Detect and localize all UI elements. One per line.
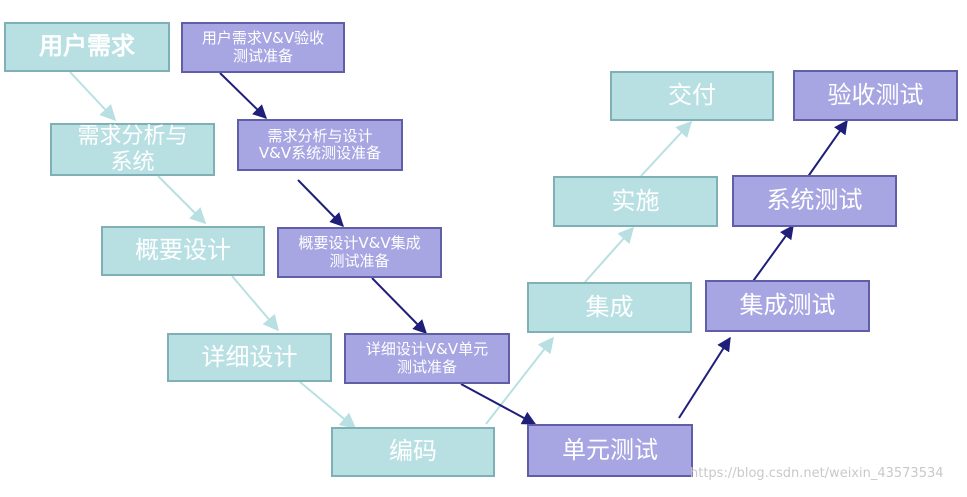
system-test-box: 系统测试 <box>732 175 897 227</box>
unit-test-label: 单元测试 <box>562 435 658 464</box>
arrow-systemprep-to-integrationprep <box>297 179 344 228</box>
integration-test-box: 集成测试 <box>705 280 870 332</box>
acceptance-test-label: 验收测试 <box>827 80 924 109</box>
acceptance-test-box: 验收测试 <box>793 70 958 121</box>
arrow-acceptanceprep-to-systemprep <box>219 72 268 119</box>
arrow-unitprep-to-unittest <box>460 383 537 425</box>
arrow-coding-to-integration <box>485 336 554 425</box>
arrow-integration-to-implementation <box>584 226 635 283</box>
requirements-analysis-label: 需求分析与 系统 <box>77 124 188 175</box>
arrow-systemtest-to-acceptancetest <box>806 119 848 179</box>
arrow-integrationtest-to-systemtest <box>750 224 794 285</box>
watermark-url: https://blog.csdn.net/weixin_43573534 <box>690 466 944 481</box>
implementation-box: 实施 <box>553 176 718 227</box>
integration-label: 集成 <box>585 292 634 321</box>
integration-test-prep-label: 概要设计V&V集成 测试准备 <box>298 234 421 270</box>
detailed-design-box: 详细设计 <box>167 333 332 382</box>
unit-test-box: 单元测试 <box>527 424 693 477</box>
integration-test-label: 集成测试 <box>739 291 836 320</box>
detailed-design-label: 详细设计 <box>201 342 298 371</box>
arrow-unittest-to-integrationtest <box>678 336 731 419</box>
user-requirements-box: 用户需求 <box>4 22 170 72</box>
coding-box: 编码 <box>331 427 495 477</box>
high-level-design-box: 概要设计 <box>101 226 265 276</box>
arrow-detailed-to-coding <box>299 381 357 430</box>
requirements-analysis-box: 需求分析与 系统 <box>50 123 215 176</box>
integration-test-prep-box: 概要设计V&V集成 测试准备 <box>277 227 442 278</box>
high-level-design-label: 概要设计 <box>135 236 231 265</box>
system-test-label: 系统测试 <box>766 186 863 215</box>
coding-label: 编码 <box>389 437 437 466</box>
system-test-prep-label: 需求分析与设计 V&V系统测设准备 <box>258 126 382 162</box>
delivery-label: 交付 <box>668 81 716 110</box>
delivery-box: 交付 <box>610 71 774 121</box>
arrow-implementation-to-delivery <box>640 120 693 177</box>
acceptance-prep-box: 用户需求V&V验收 测试准备 <box>181 22 345 73</box>
acceptance-prep-label: 用户需求V&V验收 测试准备 <box>201 29 325 65</box>
arrow-highlevel-to-detailed <box>231 275 280 332</box>
user-requirements-label: 用户需求 <box>39 32 135 61</box>
arrow-integrationprep-to-unitprep <box>371 277 427 334</box>
arrow-analysis-to-highlevel <box>157 175 207 225</box>
implementation-label: 实施 <box>611 186 660 215</box>
unit-test-prep-label: 详细设计V&V单元 测试准备 <box>365 340 489 376</box>
integration-box: 集成 <box>527 282 692 333</box>
system-test-prep-box: 需求分析与设计 V&V系统测设准备 <box>237 119 403 171</box>
unit-test-prep-box: 详细设计V&V单元 测试准备 <box>344 333 510 384</box>
arrow-user-to-analysis <box>69 71 117 122</box>
